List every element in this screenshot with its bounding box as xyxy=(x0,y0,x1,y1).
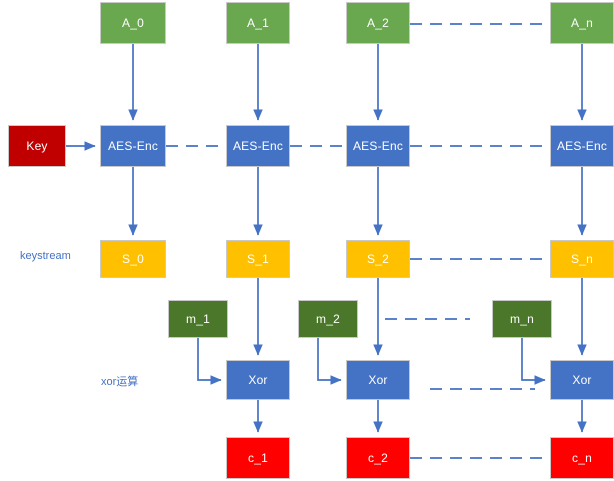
node-ciphertext-c_1: c_1 xyxy=(226,437,290,479)
node-keystream-s_1: S_1 xyxy=(226,240,290,278)
node-xor-2: Xor xyxy=(550,360,614,400)
node-message-m_n: m_n xyxy=(492,300,552,338)
m1-to-xor1 xyxy=(197,338,222,385)
m2-to-xor2 xyxy=(317,338,342,385)
node-aes-enc-2: AES-Enc xyxy=(346,125,410,167)
node-key: Key xyxy=(8,125,66,167)
node-aes-enc-1: AES-Enc xyxy=(226,125,290,167)
node-keystream-s_n: S_n xyxy=(550,240,614,278)
node-counter-a_1: A_1 xyxy=(226,2,290,44)
keystream-label: keystream xyxy=(20,250,71,262)
node-aes-enc-0: AES-Enc xyxy=(100,125,166,167)
node-keystream-s_0: S_0 xyxy=(100,240,166,278)
dashed-connectors xyxy=(166,23,550,459)
node-counter-a_n: A_n xyxy=(550,2,614,44)
node-counter-a_0: A_0 xyxy=(100,2,166,44)
node-counter-a_2: A_2 xyxy=(346,2,410,44)
node-message-m_1: m_1 xyxy=(168,300,228,338)
node-xor-1: Xor xyxy=(346,360,410,400)
node-ciphertext-c_2: c_2 xyxy=(346,437,410,479)
node-xor-0: Xor xyxy=(226,360,290,400)
node-message-m_2: m_2 xyxy=(298,300,358,338)
node-aes-enc-3: AES-Enc xyxy=(550,125,614,167)
xor-label: xor运算 xyxy=(101,376,139,388)
mn-to-xorn xyxy=(521,338,546,385)
node-keystream-s_2: S_2 xyxy=(346,240,410,278)
node-ciphertext-c_n: c_n xyxy=(550,437,614,479)
solid-connectors xyxy=(66,44,587,433)
